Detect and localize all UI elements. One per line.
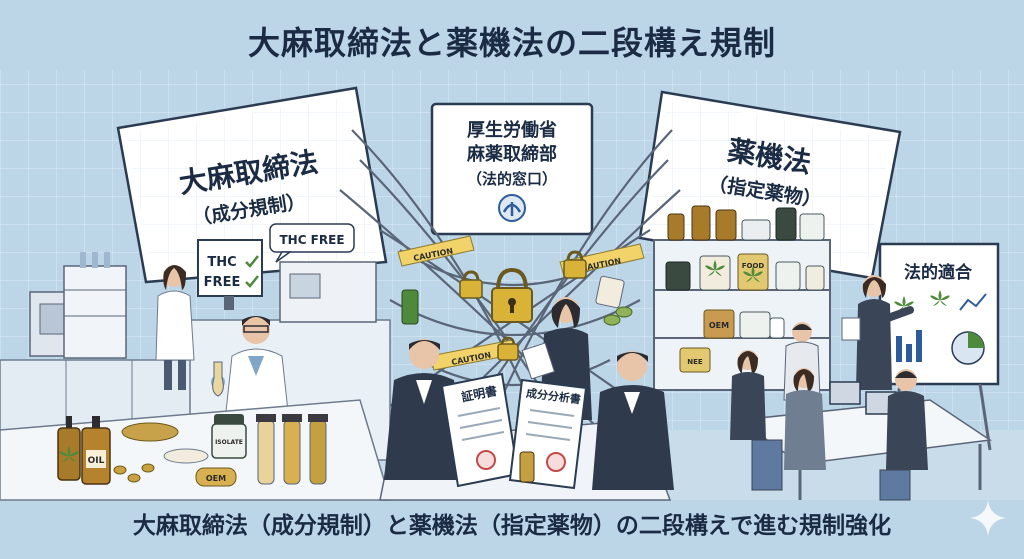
meeting-people <box>730 322 928 501</box>
padlock-icon-right <box>563 250 587 279</box>
monitor-text-line1: THC <box>207 255 236 270</box>
center-board-line1: 厚生労働省 <box>467 119 557 141</box>
oem-label-right: OEM <box>709 321 729 330</box>
check-icon <box>245 275 259 288</box>
whiteboard-title: 法的適合 <box>904 262 973 283</box>
tincture-bottle <box>57 416 81 481</box>
center-authority-board <box>430 102 594 236</box>
nee-label: NEE <box>687 358 703 366</box>
certificate-document <box>440 372 520 488</box>
bottom-caption: 大麻取締法（成分規制）と薬機法（指定薬物）の二段構えで進む規制強化 <box>132 513 892 539</box>
analysis-title: 成分分析書 <box>525 386 581 407</box>
oem-label: OEM <box>206 474 226 483</box>
monitor-text-line2: FREE <box>204 275 241 290</box>
lab-monitor <box>197 239 263 297</box>
female-scientist <box>155 265 195 390</box>
isolate-label: ISOLATE <box>215 439 243 446</box>
seal-stamp-icon <box>546 452 566 472</box>
padlock-icon-bottom <box>497 336 519 361</box>
presenter <box>841 275 914 390</box>
sparkle-icon <box>970 500 1006 536</box>
food-label: FOOD <box>742 262 765 270</box>
isolate-jar <box>211 414 247 459</box>
sample-tubes <box>256 414 328 485</box>
padlock-icon-main <box>491 267 533 323</box>
powder-dish <box>121 422 179 442</box>
center-meeting <box>379 275 674 501</box>
padlock-icon-left <box>459 270 483 299</box>
hplc-machine <box>63 265 127 359</box>
seal-stamp-icon <box>476 450 496 470</box>
thc-free-bubble <box>269 223 355 253</box>
oem-package <box>703 309 735 339</box>
laptop <box>829 381 861 405</box>
oil-bottle <box>81 416 111 485</box>
certificate-title: 証明書 <box>460 383 498 405</box>
center-board-line2: 麻薬取締部 <box>466 143 557 165</box>
speech-bubble-text: THC FREE <box>279 233 344 247</box>
center-board-line3: （法的窓口） <box>467 170 557 188</box>
main-title: 大麻取締法と薬機法の二段構え規制 <box>247 24 776 62</box>
powder-dish <box>163 448 209 464</box>
oil-label: OIL <box>88 456 105 466</box>
check-icon <box>245 255 259 268</box>
left-laboratory <box>0 223 392 501</box>
